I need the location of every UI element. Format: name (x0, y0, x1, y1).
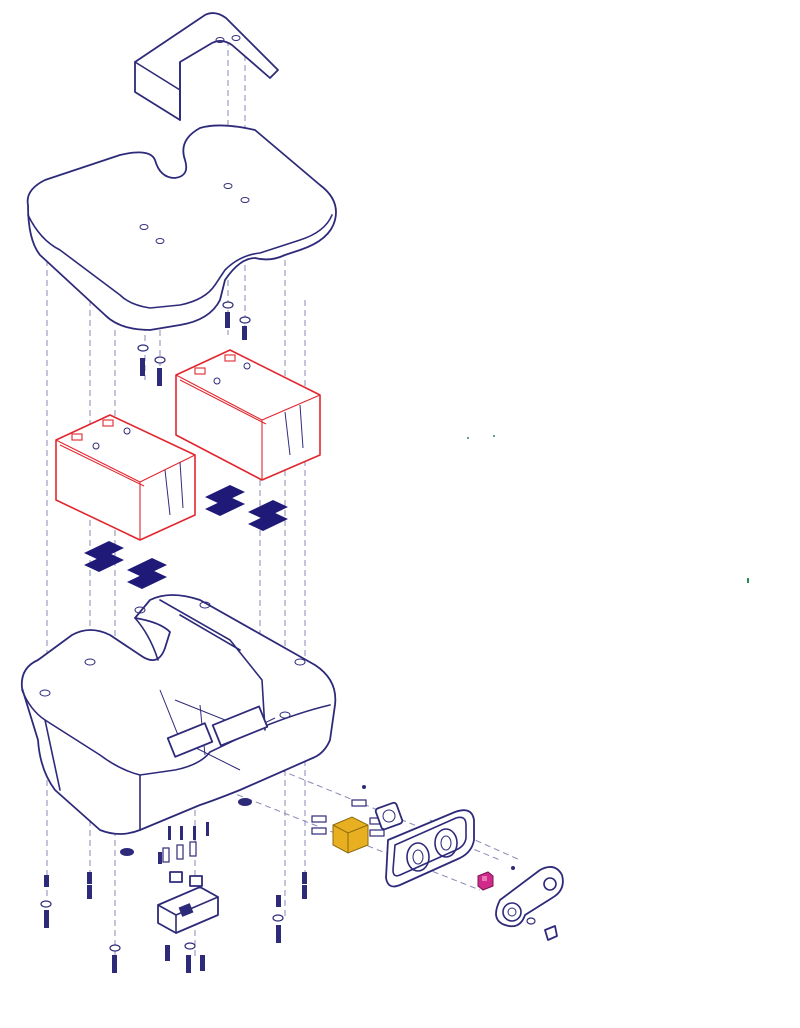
charger-port-panel (385, 809, 475, 888)
stray-marks (467, 435, 749, 583)
relay (332, 816, 369, 854)
seat-post-housing (134, 12, 279, 121)
circuit-breaker-fuse (477, 866, 515, 891)
battery-box-lid (26, 124, 337, 331)
wire-terminals (311, 785, 404, 837)
key-switch-plate (495, 866, 564, 941)
battery-front (55, 414, 196, 541)
battery-pads (84, 485, 288, 589)
fastening-hardware (40, 852, 307, 973)
battery-box-base (20, 594, 337, 856)
lid-hardware (137, 301, 251, 386)
connector-block (157, 822, 219, 934)
battery-rear (175, 349, 321, 481)
